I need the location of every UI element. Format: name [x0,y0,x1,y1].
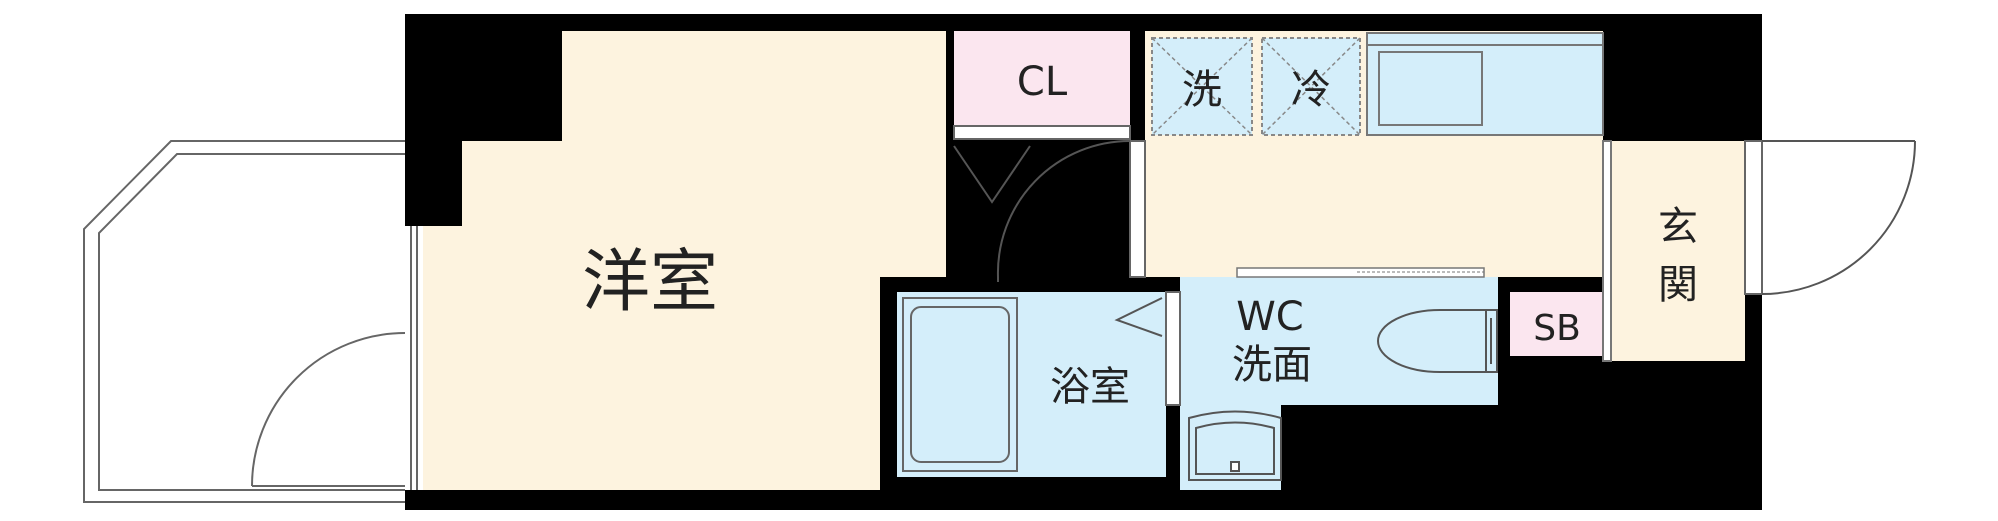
wc-window [1236,267,1485,278]
shoe-box-floor [1510,292,1603,356]
closet-door [953,125,1131,204]
bathtub [902,297,1018,472]
bath-door [1114,291,1181,406]
washer-label: 洗 [1182,67,1222,113]
washer-space [1151,37,1253,136]
fridge-space [1261,37,1361,136]
closet-floor [954,31,1130,126]
shoe-box-label: SB [1533,308,1581,349]
fridge-label: 冷 [1291,67,1331,113]
toilet [1377,309,1498,373]
entrance-label-2: 関 [1658,262,1698,308]
room-door [996,140,1146,282]
closet-label: CL [1017,59,1068,105]
entrance-door [1744,140,1916,295]
western-room-floor [423,31,946,490]
washbasin [1188,410,1282,481]
wc-label-line1: WC [1236,294,1303,340]
balcony-door-swing [251,332,406,487]
western-room-label: 洋室 [582,243,718,322]
bath-label: 浴室 [1050,364,1130,410]
balcony [83,140,405,503]
entrance-step [1602,140,1612,362]
entrance-label-1: 玄 [1658,204,1698,250]
kitchen-counter [1366,32,1604,136]
entrance-floor [1611,141,1745,361]
balcony-window [405,226,423,490]
wc-label-line2: 洗面 [1232,342,1312,388]
